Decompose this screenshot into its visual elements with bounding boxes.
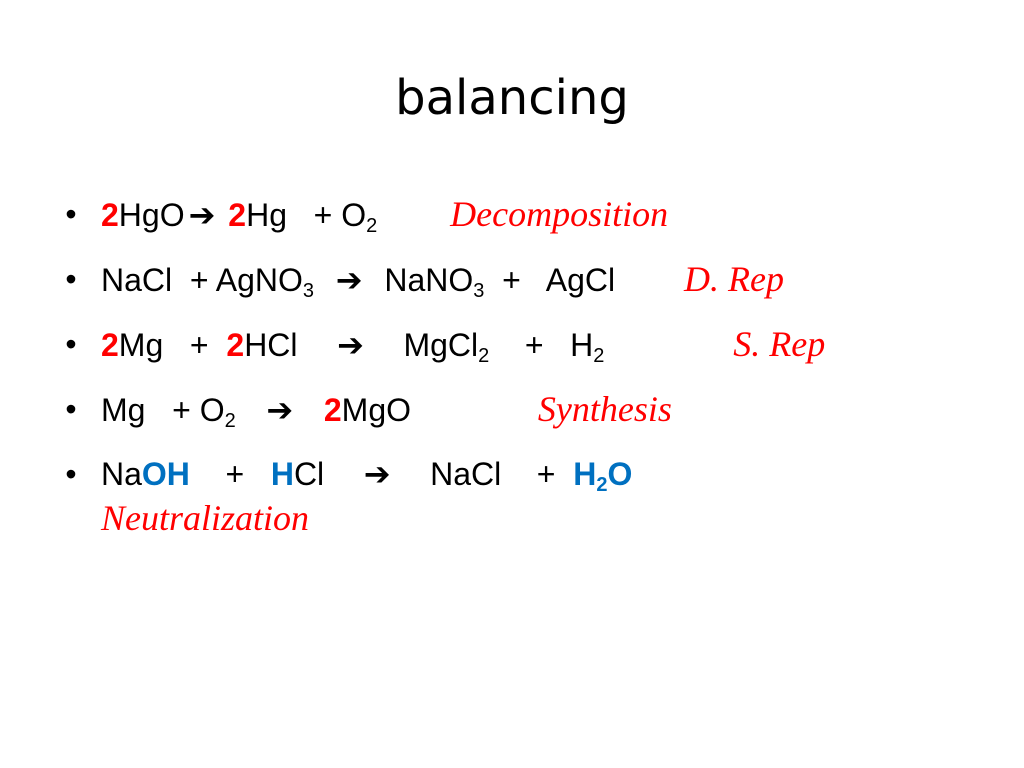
subscript: 2: [593, 345, 605, 367]
coefficient: 2: [323, 392, 342, 428]
subscript: 3: [473, 280, 485, 302]
bullet-icon: •: [65, 196, 77, 232]
reaction-type: Synthesis: [537, 389, 672, 429]
reactant: Cl: [293, 456, 360, 492]
product: Hg: [246, 197, 287, 233]
product: MgO: [341, 392, 412, 428]
product: NaCl +: [394, 456, 574, 492]
product: + O: [287, 197, 367, 233]
right-arrow-icon: ➔: [239, 392, 320, 428]
reactant-highlight: OH: [141, 456, 190, 492]
reaction-type: D. Rep: [684, 259, 784, 299]
right-arrow-icon: ➔: [188, 197, 216, 233]
plus-sign: +: [189, 456, 271, 492]
reactant-highlight: H: [270, 456, 294, 492]
list-item-synthesis: • Mg + O2 ➔ 2MgO Synthesis: [56, 380, 825, 445]
product: MgCl: [367, 327, 479, 363]
subscript: 2: [596, 474, 608, 496]
product-highlight: O: [607, 456, 633, 492]
list-item-double-replacement: • NaCl + AgNO3 ➔ NaNO3 + AgCl D. Rep: [56, 250, 825, 315]
right-arrow-icon: ➔: [337, 327, 364, 363]
coefficient: 2: [219, 197, 247, 233]
product: NaNO: [384, 262, 474, 298]
subscript: 3: [302, 280, 314, 302]
reactant: NaCl + AgNO: [101, 262, 303, 298]
right-arrow-icon: ➔: [317, 262, 381, 298]
reaction-type: S. Rep: [733, 324, 826, 364]
bullet-icon: •: [65, 456, 77, 492]
list-item-neutralization: • NaOH + HCl ➔ NaCl + H2O Neutralization: [56, 445, 825, 543]
reactant: Mg + O: [101, 392, 225, 428]
coefficient: 2: [101, 327, 119, 363]
reaction-type: Decomposition: [450, 194, 669, 234]
reactant: HgO: [118, 197, 185, 233]
product: + H: [489, 327, 594, 363]
bullet-icon: •: [65, 391, 77, 427]
slide-title: balancing: [395, 70, 629, 126]
reaction-type: Neutralization: [101, 498, 310, 538]
product: + AgCl: [484, 262, 616, 298]
reaction-list: • 2HgO➔ 2Hg + O2 Decomposition • NaCl + …: [56, 185, 825, 543]
list-item-decomposition: • 2HgO➔ 2Hg + O2 Decomposition: [56, 185, 825, 250]
bullet-icon: •: [65, 261, 77, 297]
reactant: Na: [101, 456, 142, 492]
subscript: 2: [366, 215, 378, 237]
bullet-icon: •: [65, 326, 77, 362]
subscript: 2: [224, 410, 236, 432]
subscript: 2: [478, 345, 490, 367]
reactant: Mg +: [118, 327, 227, 363]
coefficient: 2: [226, 327, 245, 363]
right-arrow-icon: ➔: [363, 456, 391, 492]
list-item-single-replacement: • 2Mg + 2HCl ➔ MgCl2 + H2 S. Rep: [56, 315, 825, 380]
reactant: HCl: [244, 327, 334, 363]
product-highlight: H: [573, 456, 597, 492]
coefficient: 2: [101, 197, 119, 233]
